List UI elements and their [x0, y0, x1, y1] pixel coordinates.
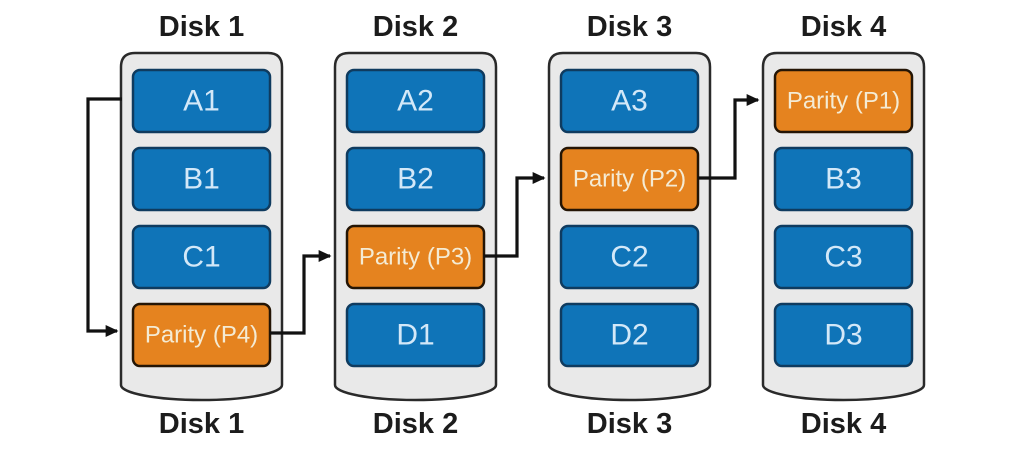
block-label: A1 [183, 85, 220, 118]
disk-2-title-top: Disk 2 [373, 11, 458, 43]
block-label: A2 [397, 85, 434, 118]
disk-2-title-bottom: Disk 2 [373, 408, 458, 440]
disk-4-title-bottom: Disk 4 [801, 408, 886, 440]
block-a3 [559, 68, 700, 134]
block-label: Parity (P1) [787, 88, 900, 115]
block-b1 [131, 146, 272, 212]
parity-arrow-disk1-to-p4 [86, 97, 122, 337]
block-label: Parity (P2) [573, 166, 686, 193]
block-label: D3 [824, 319, 862, 352]
block-d2 [559, 302, 700, 368]
block-label: C1 [182, 241, 220, 274]
block-label: C3 [824, 241, 862, 274]
block-a2 [345, 68, 486, 134]
disk-4-title-top: Disk 4 [801, 11, 886, 43]
disk-1: Disk 1 A1 B1 C1 Parity (P4) Disk 1 [119, 11, 284, 440]
disk-3-title-top: Disk 3 [587, 11, 672, 43]
disk-3: Disk 3 A3 Parity (P2) C2 D2 Disk 3 [547, 11, 712, 440]
block-c3 [773, 224, 914, 290]
block-b2 [345, 146, 486, 212]
block-c1 [131, 224, 272, 290]
block-label: A3 [611, 85, 648, 118]
block-label: D2 [610, 319, 648, 352]
disk-1-title-top: Disk 1 [159, 11, 244, 43]
block-label: Parity (P4) [145, 322, 258, 349]
block-d1 [345, 302, 486, 368]
block-label: B3 [825, 163, 862, 196]
block-label: B2 [397, 163, 434, 196]
disk-4: Disk 4 Parity (P1) B3 C3 D3 Disk 4 [761, 11, 926, 440]
parity-arrow-p2-to-p1 [698, 94, 760, 180]
block-label: C2 [610, 241, 648, 274]
block-parity-p4 [131, 302, 272, 368]
parity-arrow-p4-to-p3 [270, 250, 332, 335]
disk-3-title-bottom: Disk 3 [587, 408, 672, 440]
block-label: D1 [396, 319, 434, 352]
block-a1 [131, 68, 272, 134]
disk-2: Disk 2 A2 B2 Parity (P3) D1 Disk 2 [333, 11, 498, 440]
parity-arrow-p3-to-p2 [484, 172, 546, 258]
block-c2 [559, 224, 700, 290]
block-label: B1 [183, 163, 220, 196]
block-b3 [773, 146, 914, 212]
block-d3 [773, 302, 914, 368]
block-label: Parity (P3) [359, 244, 472, 271]
block-parity-p1 [773, 68, 914, 134]
disk-1-title-bottom: Disk 1 [159, 408, 244, 440]
